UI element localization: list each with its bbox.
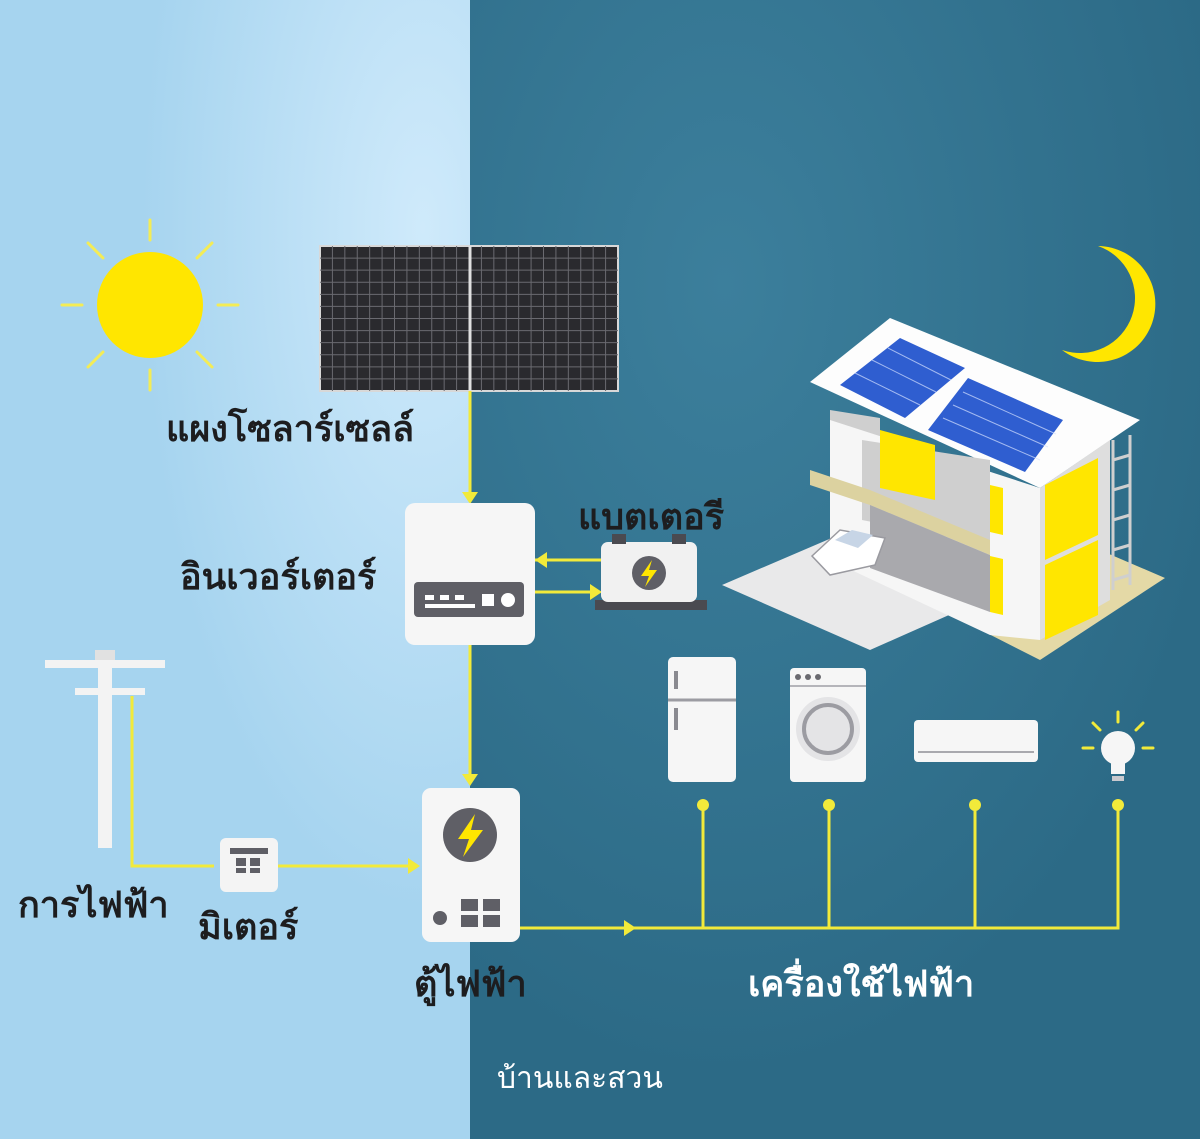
moon-icon [1062, 246, 1156, 362]
house-icon [722, 318, 1165, 660]
battery-icon [595, 534, 707, 610]
inverter-icon [405, 503, 535, 645]
consumer-unit-icon [422, 788, 520, 942]
car-icon [810, 529, 887, 576]
meter-icon [220, 838, 278, 892]
battery-label: แบตเตอรี [578, 497, 725, 538]
solar-panel-icon [319, 245, 619, 392]
appliance-connection-dots [697, 799, 1124, 811]
utility-label: การไฟฟ้า [18, 885, 169, 926]
utility-pole-icon [45, 650, 165, 848]
air-conditioner-icon [914, 720, 1038, 762]
appliances-label: เครื่องใช้ไฟฟ้า [748, 964, 975, 1005]
power-flow-lines [130, 391, 1120, 930]
solar-panel-label: แผงโซลาร์เซลล์ [166, 409, 415, 450]
washing-machine-icon [790, 668, 866, 782]
consumer-unit-label: ตู้ไฟฟ้า [414, 964, 527, 1005]
source-caption: บ้านและสวน [497, 1061, 663, 1096]
day-background [0, 0, 470, 1139]
sun-icon [60, 218, 240, 392]
light-bulb-icon [1081, 710, 1155, 781]
meter-label: มิเตอร์ [198, 907, 299, 948]
fridge-icon [668, 657, 736, 782]
inverter-label: อินเวอร์เตอร์ [180, 557, 377, 598]
flow-arrowheads [408, 492, 636, 936]
